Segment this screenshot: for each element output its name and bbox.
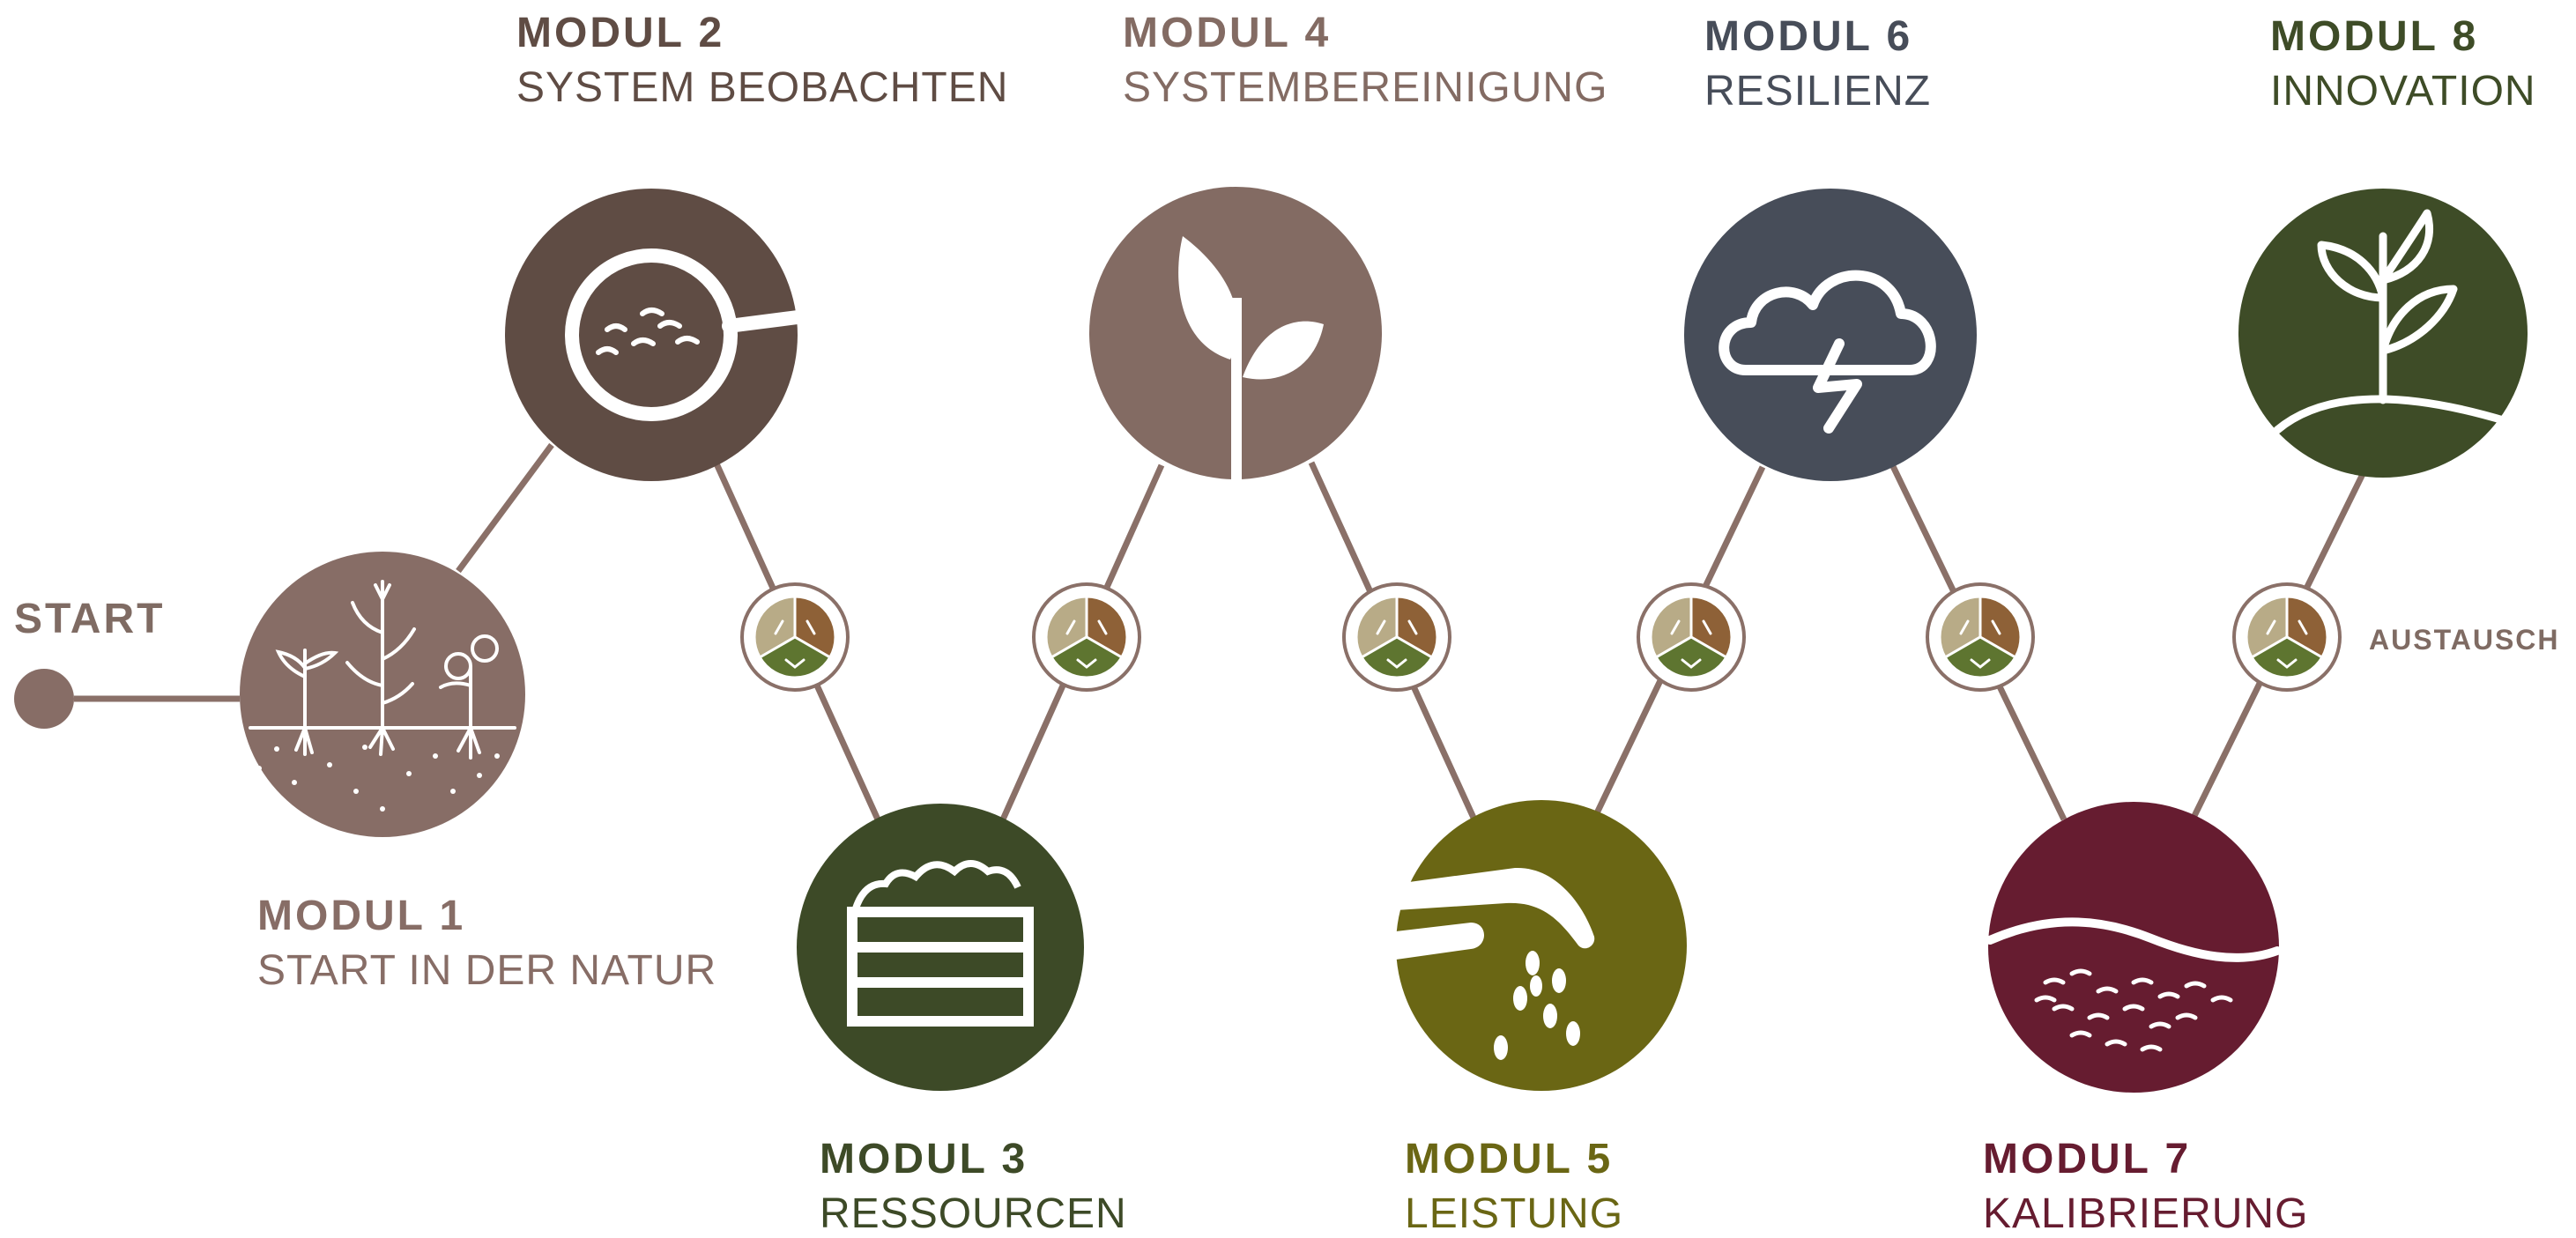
module-4-label: MODUL 4 SYSTEMBEREINIGUNG — [1123, 12, 1607, 109]
module-6-label: MODUL 6 RESILIENZ — [1704, 16, 1931, 113]
module-5-subtitle: LEISTUNG — [1405, 1190, 1624, 1237]
connector-line — [456, 442, 554, 574]
module-5-title: MODUL 5 — [1405, 1136, 1614, 1182]
seed-sowing-hand-icon — [1396, 867, 1595, 1060]
exchange-badge-icon — [1637, 582, 1746, 692]
module-7-subtitle: KALIBRIERUNG — [1983, 1190, 2309, 1237]
exchange-badge-icon — [1342, 582, 1451, 692]
module-2-subtitle: SYSTEM BEOBACHTEN — [516, 64, 1009, 111]
start-dot — [14, 669, 74, 729]
module-2-label: MODUL 2 SYSTEM BEOBACHTEN — [516, 12, 1008, 109]
module-3-title: MODUL 3 — [820, 1136, 1028, 1182]
module-6-subtitle: RESILIENZ — [1704, 68, 1932, 115]
plants-in-soil-icon — [249, 580, 516, 760]
soil-layer-icon — [1986, 917, 2282, 1052]
exchange-label: AUSTAUSCH — [2369, 624, 2560, 656]
module-8-title: MODUL 8 — [2270, 13, 2479, 60]
module-3-subtitle: RESSOURCEN — [820, 1190, 1127, 1237]
exchange-badge-icon — [740, 582, 850, 692]
start-label: START — [14, 596, 166, 642]
module-5-label: MODUL 5 LEISTUNG — [1405, 1138, 1623, 1235]
soil-dots — [256, 745, 500, 812]
module-3-label: MODUL 3 RESSOURCEN — [820, 1138, 1127, 1235]
module-1-circle — [240, 552, 525, 837]
module-3-circle — [797, 804, 1084, 1091]
module-7-circle — [1986, 802, 2282, 1093]
module-4-title: MODUL 4 — [1123, 10, 1332, 56]
module-1-subtitle: START IN DER NATUR — [257, 947, 717, 994]
compost-crate-icon — [847, 860, 1034, 1027]
module-1-title: MODUL 1 — [257, 893, 466, 939]
exchange-badge-icon — [1926, 582, 2035, 692]
module-8-subtitle: INNOVATION — [2270, 68, 2536, 115]
sprout-icon — [1178, 236, 1324, 479]
module-4-circle — [1089, 187, 1382, 479]
module-2-title: MODUL 2 — [516, 10, 725, 56]
module-6-circle — [1684, 189, 1977, 481]
storm-cloud-icon — [1719, 270, 1936, 434]
exchange-badge-icon — [1032, 582, 1141, 692]
module-7-label: MODUL 7 KALIBRIERUNG — [1983, 1138, 2308, 1235]
module-5-circle — [1396, 800, 1687, 1091]
module-2-circle — [505, 189, 805, 481]
exchange-badges — [740, 582, 2342, 692]
exchange-badge-icon — [2232, 582, 2342, 692]
module-8-circle — [2238, 189, 2528, 478]
module-7-title: MODUL 7 — [1983, 1136, 2192, 1182]
module-6-title: MODUL 6 — [1704, 13, 1913, 60]
plant-growth-icon — [2273, 209, 2511, 434]
magnifier-soil-icon — [565, 248, 805, 421]
module-1-label: MODUL 1 START IN DER NATUR — [257, 895, 716, 992]
module-4-subtitle: SYSTEMBEREINIGUNG — [1123, 64, 1608, 111]
module-8-label: MODUL 8 INNOVATION — [2270, 16, 2536, 113]
